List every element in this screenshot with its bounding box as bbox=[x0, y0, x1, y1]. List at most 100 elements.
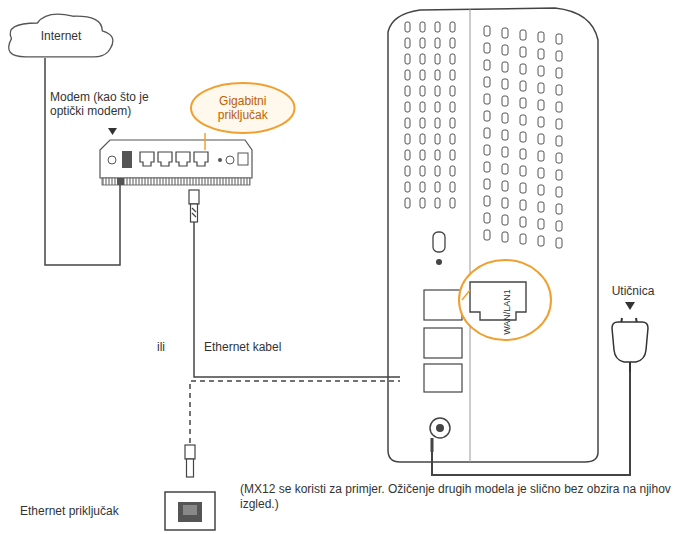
node-text: Ethernet priključak bbox=[20, 504, 160, 518]
pointer-triangle bbox=[108, 128, 117, 135]
vent-hole bbox=[405, 166, 410, 176]
vent-hole bbox=[405, 150, 410, 160]
vent-hole bbox=[556, 119, 562, 129]
vent-hole bbox=[420, 118, 425, 128]
vent-hole bbox=[435, 54, 440, 64]
vent-hole bbox=[484, 111, 490, 121]
vent-hole bbox=[538, 49, 544, 59]
vent-hole bbox=[520, 115, 526, 125]
vent-hole bbox=[435, 86, 440, 96]
vent-hole bbox=[450, 22, 455, 32]
vent-hole bbox=[435, 150, 440, 160]
vent-hole bbox=[484, 60, 490, 70]
node-text: WAN/LAN1 bbox=[502, 282, 512, 342]
vent-hole bbox=[405, 54, 410, 64]
vent-hole bbox=[538, 236, 544, 246]
callout-leader bbox=[204, 133, 206, 150]
vent-hole bbox=[502, 62, 508, 72]
vent-hole bbox=[538, 83, 544, 93]
router-body bbox=[388, 8, 598, 462]
vent-hole bbox=[405, 22, 410, 32]
cable-line bbox=[45, 58, 120, 265]
vent-hole bbox=[484, 145, 490, 155]
callout-bubble: Gigabitni priključak bbox=[190, 82, 296, 134]
vent-hole bbox=[502, 45, 508, 55]
vent-hole bbox=[405, 70, 410, 80]
vent-hole bbox=[450, 198, 455, 208]
cable-connector bbox=[194, 222, 400, 377]
vent-hole bbox=[520, 200, 526, 210]
vent-hole bbox=[435, 118, 440, 128]
vent-hole bbox=[538, 134, 544, 144]
vent-hole bbox=[405, 118, 410, 128]
vent-hole bbox=[405, 134, 410, 144]
vent-hole bbox=[484, 26, 490, 36]
vent-hole bbox=[502, 147, 508, 157]
vent-hole bbox=[435, 134, 440, 144]
vent-hole bbox=[538, 66, 544, 76]
vent-hole bbox=[538, 219, 544, 229]
cloud-node: Internet bbox=[2, 10, 120, 62]
vent-hole bbox=[420, 198, 425, 208]
vent-hole bbox=[450, 54, 455, 64]
modem-body bbox=[100, 140, 252, 185]
vent-hole bbox=[435, 182, 440, 192]
vent-hole bbox=[556, 34, 562, 44]
vent-hole bbox=[556, 51, 562, 61]
vent-hole bbox=[450, 182, 455, 192]
vent-hole bbox=[502, 79, 508, 89]
vent-hole bbox=[435, 22, 440, 32]
vent-hole bbox=[420, 150, 425, 160]
vent-hole bbox=[520, 149, 526, 159]
vent-hole bbox=[538, 168, 544, 178]
vent-hole bbox=[538, 202, 544, 212]
vent-hole bbox=[484, 128, 490, 138]
vent-hole bbox=[502, 232, 508, 242]
vent-hole bbox=[556, 102, 562, 112]
pointer-triangle bbox=[625, 302, 635, 310]
vent-hole bbox=[435, 102, 440, 112]
vent-hole bbox=[435, 166, 440, 176]
outlet-node: Utičnica bbox=[598, 284, 668, 372]
vent-hole bbox=[502, 96, 508, 106]
vent-hole bbox=[420, 22, 425, 32]
vent-hole bbox=[520, 30, 526, 40]
vent-hole bbox=[420, 54, 425, 64]
vent-hole bbox=[450, 118, 455, 128]
vent-hole bbox=[450, 166, 455, 176]
vent-hole bbox=[520, 98, 526, 108]
vent-hole bbox=[502, 28, 508, 38]
vent-hole bbox=[484, 77, 490, 87]
vent-hole bbox=[556, 187, 562, 197]
vent-hole bbox=[435, 38, 440, 48]
vent-hole bbox=[420, 38, 425, 48]
vent-hole bbox=[484, 43, 490, 53]
vent-hole bbox=[520, 81, 526, 91]
vent-hole bbox=[420, 134, 425, 144]
caption: (MX12 se koristi za primjer. Ožičenje dr… bbox=[240, 482, 685, 512]
vent-hole bbox=[450, 102, 455, 112]
cable-line bbox=[190, 381, 400, 443]
vent-hole bbox=[556, 170, 562, 180]
vent-hole bbox=[450, 70, 455, 80]
vent-hole bbox=[405, 102, 410, 112]
vent-hole bbox=[538, 151, 544, 161]
wall-port-node: Ethernet priključak bbox=[20, 490, 217, 532]
vent-hole bbox=[538, 185, 544, 195]
vent-hole bbox=[538, 32, 544, 42]
vent-hole bbox=[435, 70, 440, 80]
vent-hole bbox=[405, 86, 410, 96]
vent-hole bbox=[405, 182, 410, 192]
node-text: Utičnica bbox=[598, 284, 668, 298]
vent-hole bbox=[484, 179, 490, 189]
ethernet-plug bbox=[185, 445, 195, 477]
vent-hole bbox=[420, 102, 425, 112]
vent-hole bbox=[502, 215, 508, 225]
vent-hole bbox=[420, 182, 425, 192]
vent-hole bbox=[484, 94, 490, 104]
vent-hole bbox=[520, 64, 526, 74]
vent-hole bbox=[502, 113, 508, 123]
vent-hole bbox=[556, 238, 562, 248]
